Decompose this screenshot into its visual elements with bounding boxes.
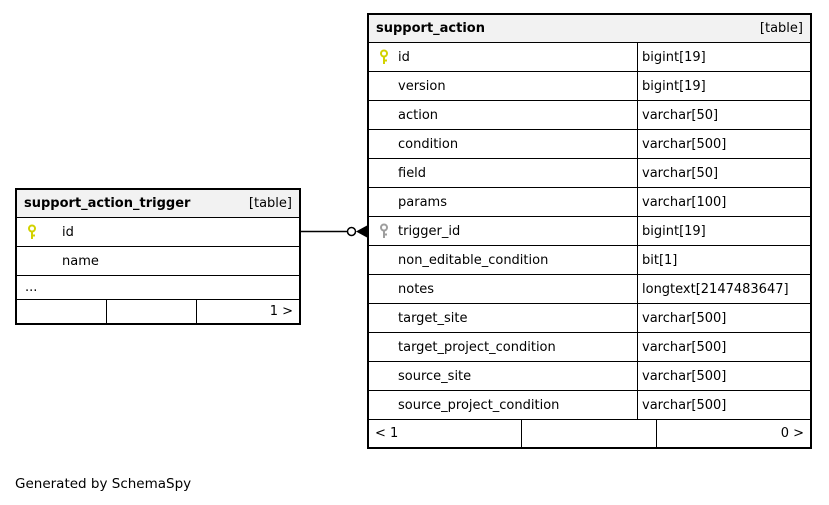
footer-cell [17,300,107,323]
generated-by-note: Generated by SchemaSpy [15,476,192,492]
relationship-connector [300,225,367,238]
table-footer: < 1 0 > [369,420,810,447]
column-type: bigint[19] [642,49,706,65]
table-row: source_site varchar[500] [369,362,810,391]
column-name: id [62,224,74,240]
footer-row-count: 1 > [269,304,293,319]
column-type: varchar[500] [642,310,727,326]
primary-key-icon [27,224,40,240]
column-name: version [398,78,446,94]
table-row: field varchar[50] [369,159,810,188]
column-name: trigger_id [398,223,461,239]
table-footer: 1 > [17,300,299,323]
table-title: support_action_trigger [24,196,191,211]
footer-cell [522,420,657,447]
table-row: target_site varchar[500] [369,304,810,333]
column-name: id [398,49,410,65]
primary-key-icon [379,49,392,65]
column-name: source_project_condition [398,397,560,413]
table-support_action_trigger: support_action_trigger [table] id name .… [15,188,301,325]
column-name: field [398,165,427,181]
table-row: source_project_condition varchar[500] [369,391,810,420]
table-header[interactable]: support_action [table] [369,15,810,43]
column-type: bigint[19] [642,223,706,239]
footer-cell [107,300,197,323]
table-type-badge: [table] [759,21,803,36]
column-type: bigint[19] [642,78,706,94]
column-name: notes [398,281,435,297]
table-row: notes longtext[2147483647] [369,275,810,304]
column-type: varchar[500] [642,397,727,413]
footer-parent-count: < 1 [369,420,522,447]
column-type: varchar[100] [642,194,727,210]
column-type: varchar[500] [642,136,727,152]
column-name: action [398,107,439,123]
table-row: non_editable_condition bit[1] [369,246,810,275]
column-type: varchar[500] [642,368,727,384]
column-name: source_site [398,368,472,384]
column-type: varchar[50] [642,165,719,181]
column-name: params [398,194,447,210]
column-type: longtext[2147483647] [642,281,789,297]
column-name: name [62,253,99,269]
table-type-badge: [table] [248,196,292,211]
table-row: id [17,218,299,247]
table-row: target_project_condition varchar[500] [369,333,810,362]
table-row: condition varchar[500] [369,130,810,159]
column-name: target_site [398,310,468,326]
table-row: version bigint[19] [369,72,810,101]
column-type: varchar[500] [642,339,727,355]
table-header[interactable]: support_action_trigger [table] [17,190,299,218]
table-row: action varchar[50] [369,101,810,130]
table-row: name [17,247,299,276]
column-type: varchar[50] [642,107,719,123]
table-row: params varchar[100] [369,188,810,217]
table-row: id bigint[19] [369,43,810,72]
column-name: non_editable_condition [398,252,549,268]
column-name: target_project_condition [398,339,556,355]
table-row: trigger_id bigint[19] [369,217,810,246]
truncated-columns-indicator: ... [17,276,299,300]
footer-child-count: 0 > [780,426,804,441]
column-type: bit[1] [642,252,678,268]
column-name: condition [398,136,459,152]
foreign-key-icon [379,223,392,239]
table-title: support_action [376,21,485,36]
table-support_action: support_action [table] id bigint[19] ver… [367,13,812,449]
